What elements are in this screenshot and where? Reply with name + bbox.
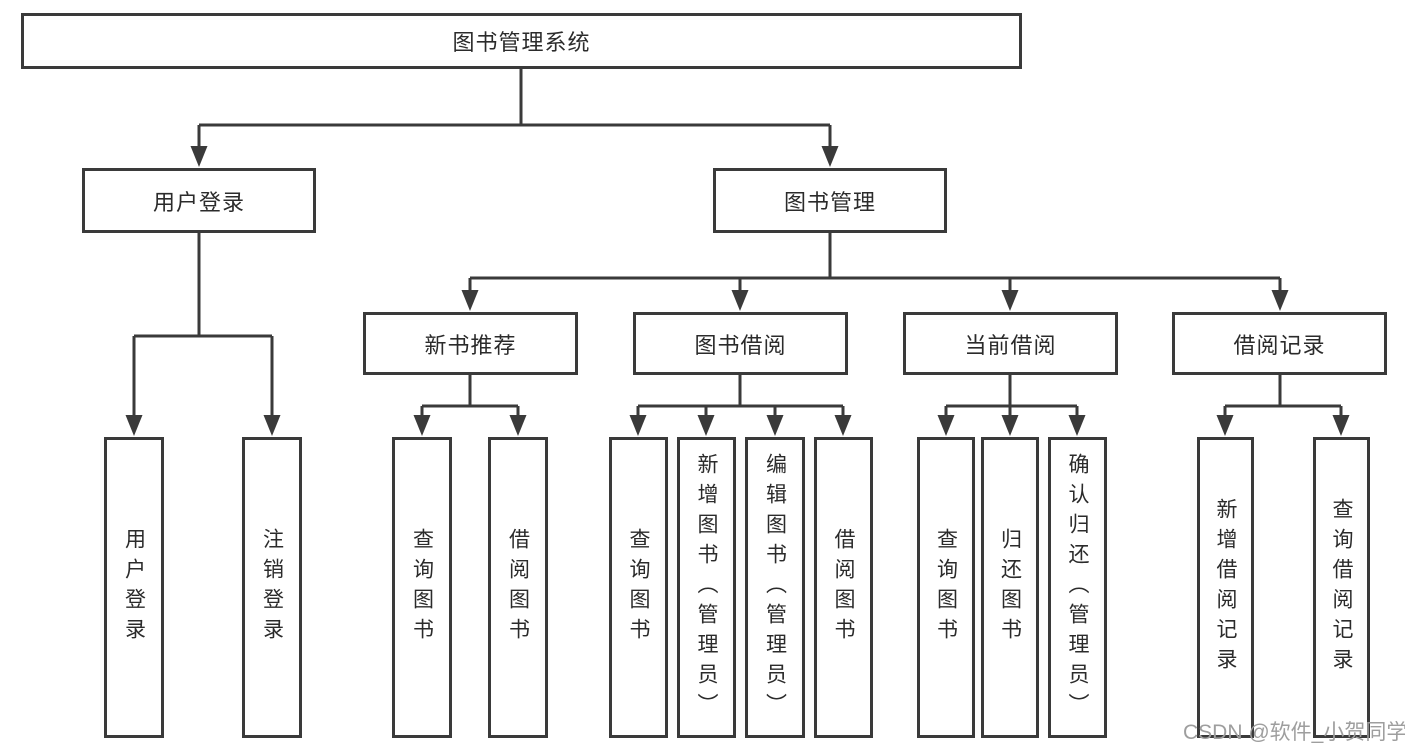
node-user-login: 用户登录: [82, 168, 316, 233]
leaf-br-add-record-label: 新增借阅记录: [1214, 497, 1238, 678]
node-current-borrow-label: 当前借阅: [964, 332, 1057, 358]
leaf-logout: 注销登录: [242, 437, 302, 738]
leaf-nb-borrow-books-label: 借阅图书: [506, 527, 530, 648]
leaf-cb-query-books: 查询图书: [917, 437, 975, 738]
leaf-bb-edit-books-admin-label: 编辑图书（管理员）: [763, 452, 787, 723]
node-root: 图书管理系统: [21, 13, 1022, 69]
node-new-book-recommend-label: 新书推荐: [424, 332, 517, 358]
leaf-nb-query-books-label: 查询图书: [410, 527, 434, 648]
leaf-br-query-record: 查询借阅记录: [1313, 437, 1370, 738]
node-current-borrow: 当前借阅: [903, 312, 1118, 375]
node-book-borrow: 图书借阅: [633, 312, 848, 375]
arrowhead-icons: [125, 146, 1350, 436]
node-user-login-label: 用户登录: [152, 189, 245, 215]
leaf-user-login-label: 用户登录: [122, 527, 146, 648]
node-new-book-recommend: 新书推荐: [363, 312, 578, 375]
leaf-cb-return-books: 归还图书: [981, 437, 1039, 738]
csdn-watermark: CSDN @软件_小贺同学: [1183, 721, 1405, 744]
leaf-user-login: 用户登录: [104, 437, 164, 738]
leaf-cb-query-books-label: 查询图书: [934, 527, 958, 648]
leaf-cb-confirm-return-admin-label: 确认归还（管理员）: [1066, 452, 1090, 723]
node-book-management-label: 图书管理: [783, 189, 876, 215]
leaf-bb-edit-books-admin: 编辑图书（管理员）: [745, 437, 805, 738]
leaf-bb-query-books: 查询图书: [609, 437, 668, 738]
leaf-cb-confirm-return-admin: 确认归还（管理员）: [1048, 437, 1107, 738]
leaf-cb-return-books-label: 归还图书: [998, 527, 1022, 648]
node-borrow-records-label: 借阅记录: [1233, 332, 1326, 358]
leaf-logout-label: 注销登录: [260, 527, 284, 648]
node-root-label: 图书管理系统: [452, 30, 591, 55]
leaf-bb-borrow-books-label: 借阅图书: [832, 527, 856, 648]
leaf-bb-add-books-admin: 新增图书（管理员）: [677, 437, 736, 738]
leaf-nb-borrow-books: 借阅图书: [488, 437, 548, 738]
leaf-bb-add-books-admin-label: 新增图书（管理员）: [695, 452, 719, 723]
leaf-br-add-record: 新增借阅记录: [1197, 437, 1254, 738]
leaf-bb-borrow-books: 借阅图书: [814, 437, 873, 738]
node-book-management: 图书管理: [713, 168, 947, 233]
leaf-br-query-record-label: 查询借阅记录: [1330, 497, 1354, 678]
node-book-borrow-label: 图书借阅: [694, 332, 787, 358]
leaf-bb-query-books-label: 查询图书: [627, 527, 651, 648]
leaf-nb-query-books: 查询图书: [392, 437, 452, 738]
node-borrow-records: 借阅记录: [1172, 312, 1387, 375]
